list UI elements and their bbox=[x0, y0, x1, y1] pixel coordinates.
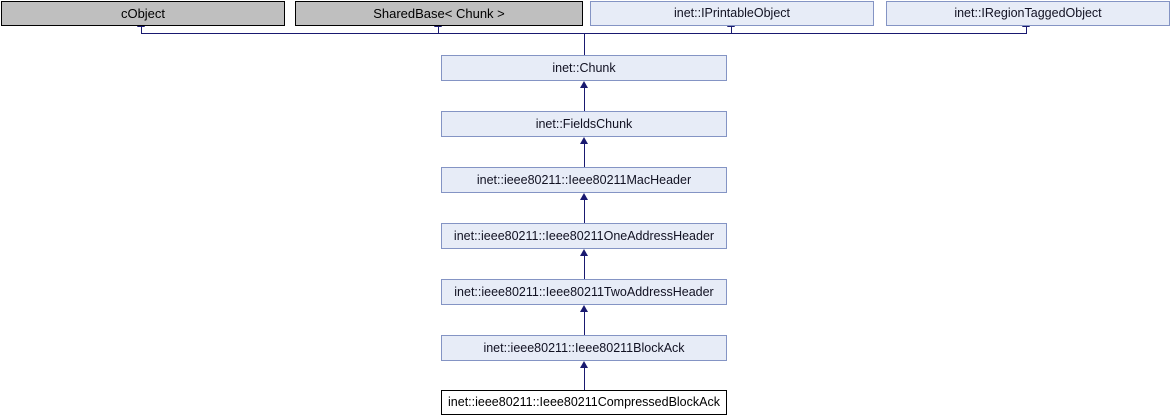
edge-line-oneaddressheader-twoaddressheader bbox=[584, 256, 585, 279]
class-node-ieee80211blockack[interactable]: inet::ieee80211::Ieee80211BlockAck bbox=[441, 335, 727, 361]
class-node-ieee80211oneaddressheader[interactable]: inet::ieee80211::Ieee80211OneAddressHead… bbox=[441, 223, 727, 249]
edge-line-twoaddressheader-blockack bbox=[584, 312, 585, 335]
class-node-cobject[interactable]: cObject bbox=[1, 1, 285, 26]
class-node-label: inet::ieee80211::Ieee80211CompressedBloc… bbox=[448, 395, 720, 410]
class-node-ieee80211compressedblockack[interactable]: inet::ieee80211::Ieee80211CompressedBloc… bbox=[441, 390, 727, 415]
class-node-chunk[interactable]: inet::Chunk bbox=[441, 55, 727, 81]
class-node-label: cObject bbox=[120, 6, 166, 21]
class-node-label: inet::ieee80211::Ieee80211BlockAck bbox=[483, 340, 685, 355]
class-node-label: SharedBase< Chunk > bbox=[373, 6, 505, 21]
class-node-label: inet::ieee80211::Ieee80211OneAddressHead… bbox=[453, 228, 715, 243]
edge-riser-iregiontaggedobject bbox=[1026, 27, 1027, 34]
edge-arrow-twoaddressheader bbox=[580, 305, 588, 312]
class-node-label: inet::IPrintableObject bbox=[673, 6, 791, 21]
class-node-label: inet::IRegionTaggedObject bbox=[954, 6, 1102, 21]
class-node-ieee80211macheader[interactable]: inet::ieee80211::Ieee80211MacHeader bbox=[441, 167, 727, 193]
class-node-iregiontaggedobject[interactable]: inet::IRegionTaggedObject bbox=[886, 1, 1170, 26]
class-node-label: inet::FieldsChunk bbox=[535, 116, 633, 131]
edge-riser-cobject bbox=[141, 27, 142, 34]
edge-riser-iprintableobject bbox=[731, 27, 732, 34]
class-node-label: inet::ieee80211::Ieee80211TwoAddressHead… bbox=[454, 284, 714, 299]
edge-line-chunk-fieldschunk bbox=[584, 88, 585, 111]
edge-arrow-macheader bbox=[580, 193, 588, 200]
edge-arrow-fieldschunk bbox=[580, 137, 588, 144]
edge-riser-sharedbase bbox=[438, 27, 439, 34]
edge-arrow-oneaddressheader bbox=[580, 249, 588, 256]
class-node-sharedbase-chunk[interactable]: SharedBase< Chunk > bbox=[295, 1, 583, 26]
edge-arrow-blockack bbox=[580, 361, 588, 368]
edge-line-blockack-compressedblockack bbox=[584, 368, 585, 390]
class-node-iprintableobject[interactable]: inet::IPrintableObject bbox=[590, 1, 874, 26]
class-node-ieee80211twoaddressheader[interactable]: inet::ieee80211::Ieee80211TwoAddressHead… bbox=[441, 279, 727, 305]
class-node-fieldschunk[interactable]: inet::FieldsChunk bbox=[441, 111, 727, 137]
edge-line-macheader-oneaddressheader bbox=[584, 200, 585, 223]
edge-drop-to-chunk bbox=[584, 33, 585, 55]
edge-line-fieldschunk-macheader bbox=[584, 144, 585, 167]
edge-arrow-chunk bbox=[580, 81, 588, 88]
class-node-label: inet::ieee80211::Ieee80211MacHeader bbox=[476, 172, 692, 187]
class-node-label: inet::Chunk bbox=[552, 60, 616, 75]
